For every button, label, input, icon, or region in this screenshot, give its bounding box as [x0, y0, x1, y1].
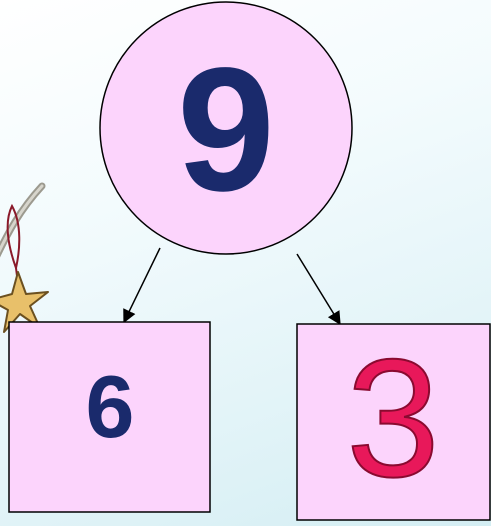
- arrow-to-right-part: [297, 254, 340, 324]
- hanging-star-ornament-icon: [0, 186, 48, 332]
- left-part-box: 6: [9, 322, 210, 512]
- right-part-value: 3: [346, 324, 439, 512]
- right-part-box: 3: [297, 324, 490, 520]
- arrow-to-left-part: [124, 248, 160, 322]
- whole-value: 9: [177, 32, 275, 228]
- whole-circle: 9: [100, 2, 352, 254]
- left-part-value: 6: [86, 357, 135, 456]
